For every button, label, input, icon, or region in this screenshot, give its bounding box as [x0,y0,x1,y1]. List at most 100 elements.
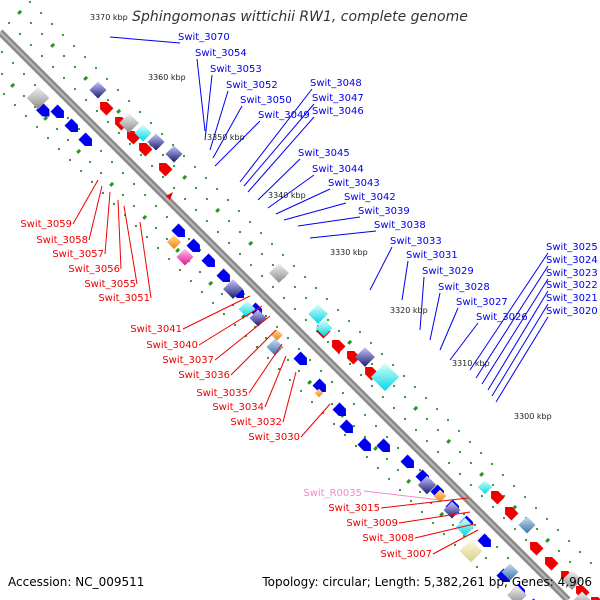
feature-dot [297,369,301,373]
feature-dot [29,21,33,25]
feature-dot [473,523,477,527]
feature-dot [348,362,352,366]
feature-dot [292,264,296,268]
feature-dot [319,369,323,373]
reverse-gene-arrow [159,163,173,177]
feature-dot [545,517,549,521]
feature-dot [568,560,572,564]
feature-dot [73,87,77,91]
feature-dot [352,402,356,406]
feature-dot [264,336,268,340]
feature-dot [442,532,446,536]
reverse-label-leader [414,523,475,539]
feature-dot [110,160,114,164]
forward-gene-label: Swit_3027 [456,297,508,308]
forward-label-leader [239,88,313,183]
gene-box [477,479,493,495]
feature-dot [458,450,462,454]
reverse-gene-label: Swit_3035 [196,388,248,399]
feature-dot [308,358,312,362]
feature-dot [354,444,358,448]
reverse-gene-label: Swit_3032 [230,417,282,428]
forward-gene-label: Swit_3052 [226,80,278,91]
feature-tick-mark [215,207,221,213]
feature-dot [512,484,516,488]
reverse-gene-arrow [100,102,114,116]
feature-dot [589,561,593,565]
reverse-gene-label: Swit_3056 [68,264,120,275]
feature-dot [359,373,363,377]
forward-gene-label: Swit_3053 [210,64,262,75]
forward-label-leader [429,292,441,341]
reverse-label-leader [123,205,138,285]
gene-box [166,234,182,250]
feature-dot [436,450,440,454]
feature-dot [457,429,461,433]
accession-text: Accession: NC_009511 [8,575,145,589]
gene-box [455,517,475,537]
feature-dot [260,274,264,278]
feature-tick-mark [307,379,313,385]
feature-dot [381,395,385,399]
feature-dot [183,197,187,201]
feature-dot [154,226,158,230]
reverse-gene-label: Swit_3055 [84,279,136,290]
forward-label-leader [439,307,459,351]
feature-dot [22,72,26,76]
feature-dot [18,32,22,36]
reverse-label-leader [230,329,277,376]
forward-gene-label: Swit_3045 [298,148,350,159]
feature-dot [330,402,334,406]
feature-dot [172,164,176,168]
kbp-tick-label: 3320 kbp [390,306,428,315]
reverse-label-leader [300,403,331,438]
feature-dot [343,433,347,437]
forward-gene-label: Swit_3021 [546,293,598,304]
feature-dot [266,356,270,360]
forward-gene-arrow [186,238,200,252]
reverse-gene-arrow [530,542,544,556]
feature-dot [369,341,373,345]
reverse-gene-arrow [139,143,153,157]
feature-dot [156,246,160,250]
rna-gene-label: Swit_R0035 [303,488,362,499]
feature-dot [39,11,43,15]
feature-dot [167,257,171,261]
feature-dot [330,380,334,384]
feature-dot [337,329,341,333]
feature-dot [29,43,33,47]
feature-dot [66,138,70,142]
forward-gene-arrow [339,419,353,433]
feature-dot [326,318,330,322]
forward-label-leader [401,260,409,301]
feature-dot [40,54,44,58]
reverse-gene-label: Swit_3041 [130,324,182,335]
reverse-gene-arrow [491,491,505,505]
forward-gene-label: Swit_3050 [240,95,292,106]
feature-dot [72,44,76,48]
forward-label-leader [243,103,315,187]
forward-label-leader [257,158,301,201]
forward-gene-arrow [332,402,346,416]
feature-dot [385,457,389,461]
feature-dot [62,76,66,80]
feature-dot [403,417,407,421]
feature-dot [138,110,142,114]
reverse-gene-label: Swit_3034 [212,402,264,413]
forward-label-leader [309,230,377,239]
forward-gene-label: Swit_3024 [546,255,598,266]
feature-tick-mark [142,214,148,220]
feature-tick-mark [76,148,82,154]
feature-dot [332,422,336,426]
feature-dot [205,197,209,201]
gene-labels: Swit_3070Swit_3054Swit_3053Swit_3052Swit… [20,32,597,560]
feature-dot [216,230,220,234]
gene-box [518,516,536,534]
feature-dot [220,292,224,296]
forward-label-leader [487,290,549,391]
feature-dot [121,171,125,175]
forward-gene-label: Swit_3023 [546,268,598,279]
feature-dot [249,263,253,267]
forward-label-leader [475,265,549,379]
